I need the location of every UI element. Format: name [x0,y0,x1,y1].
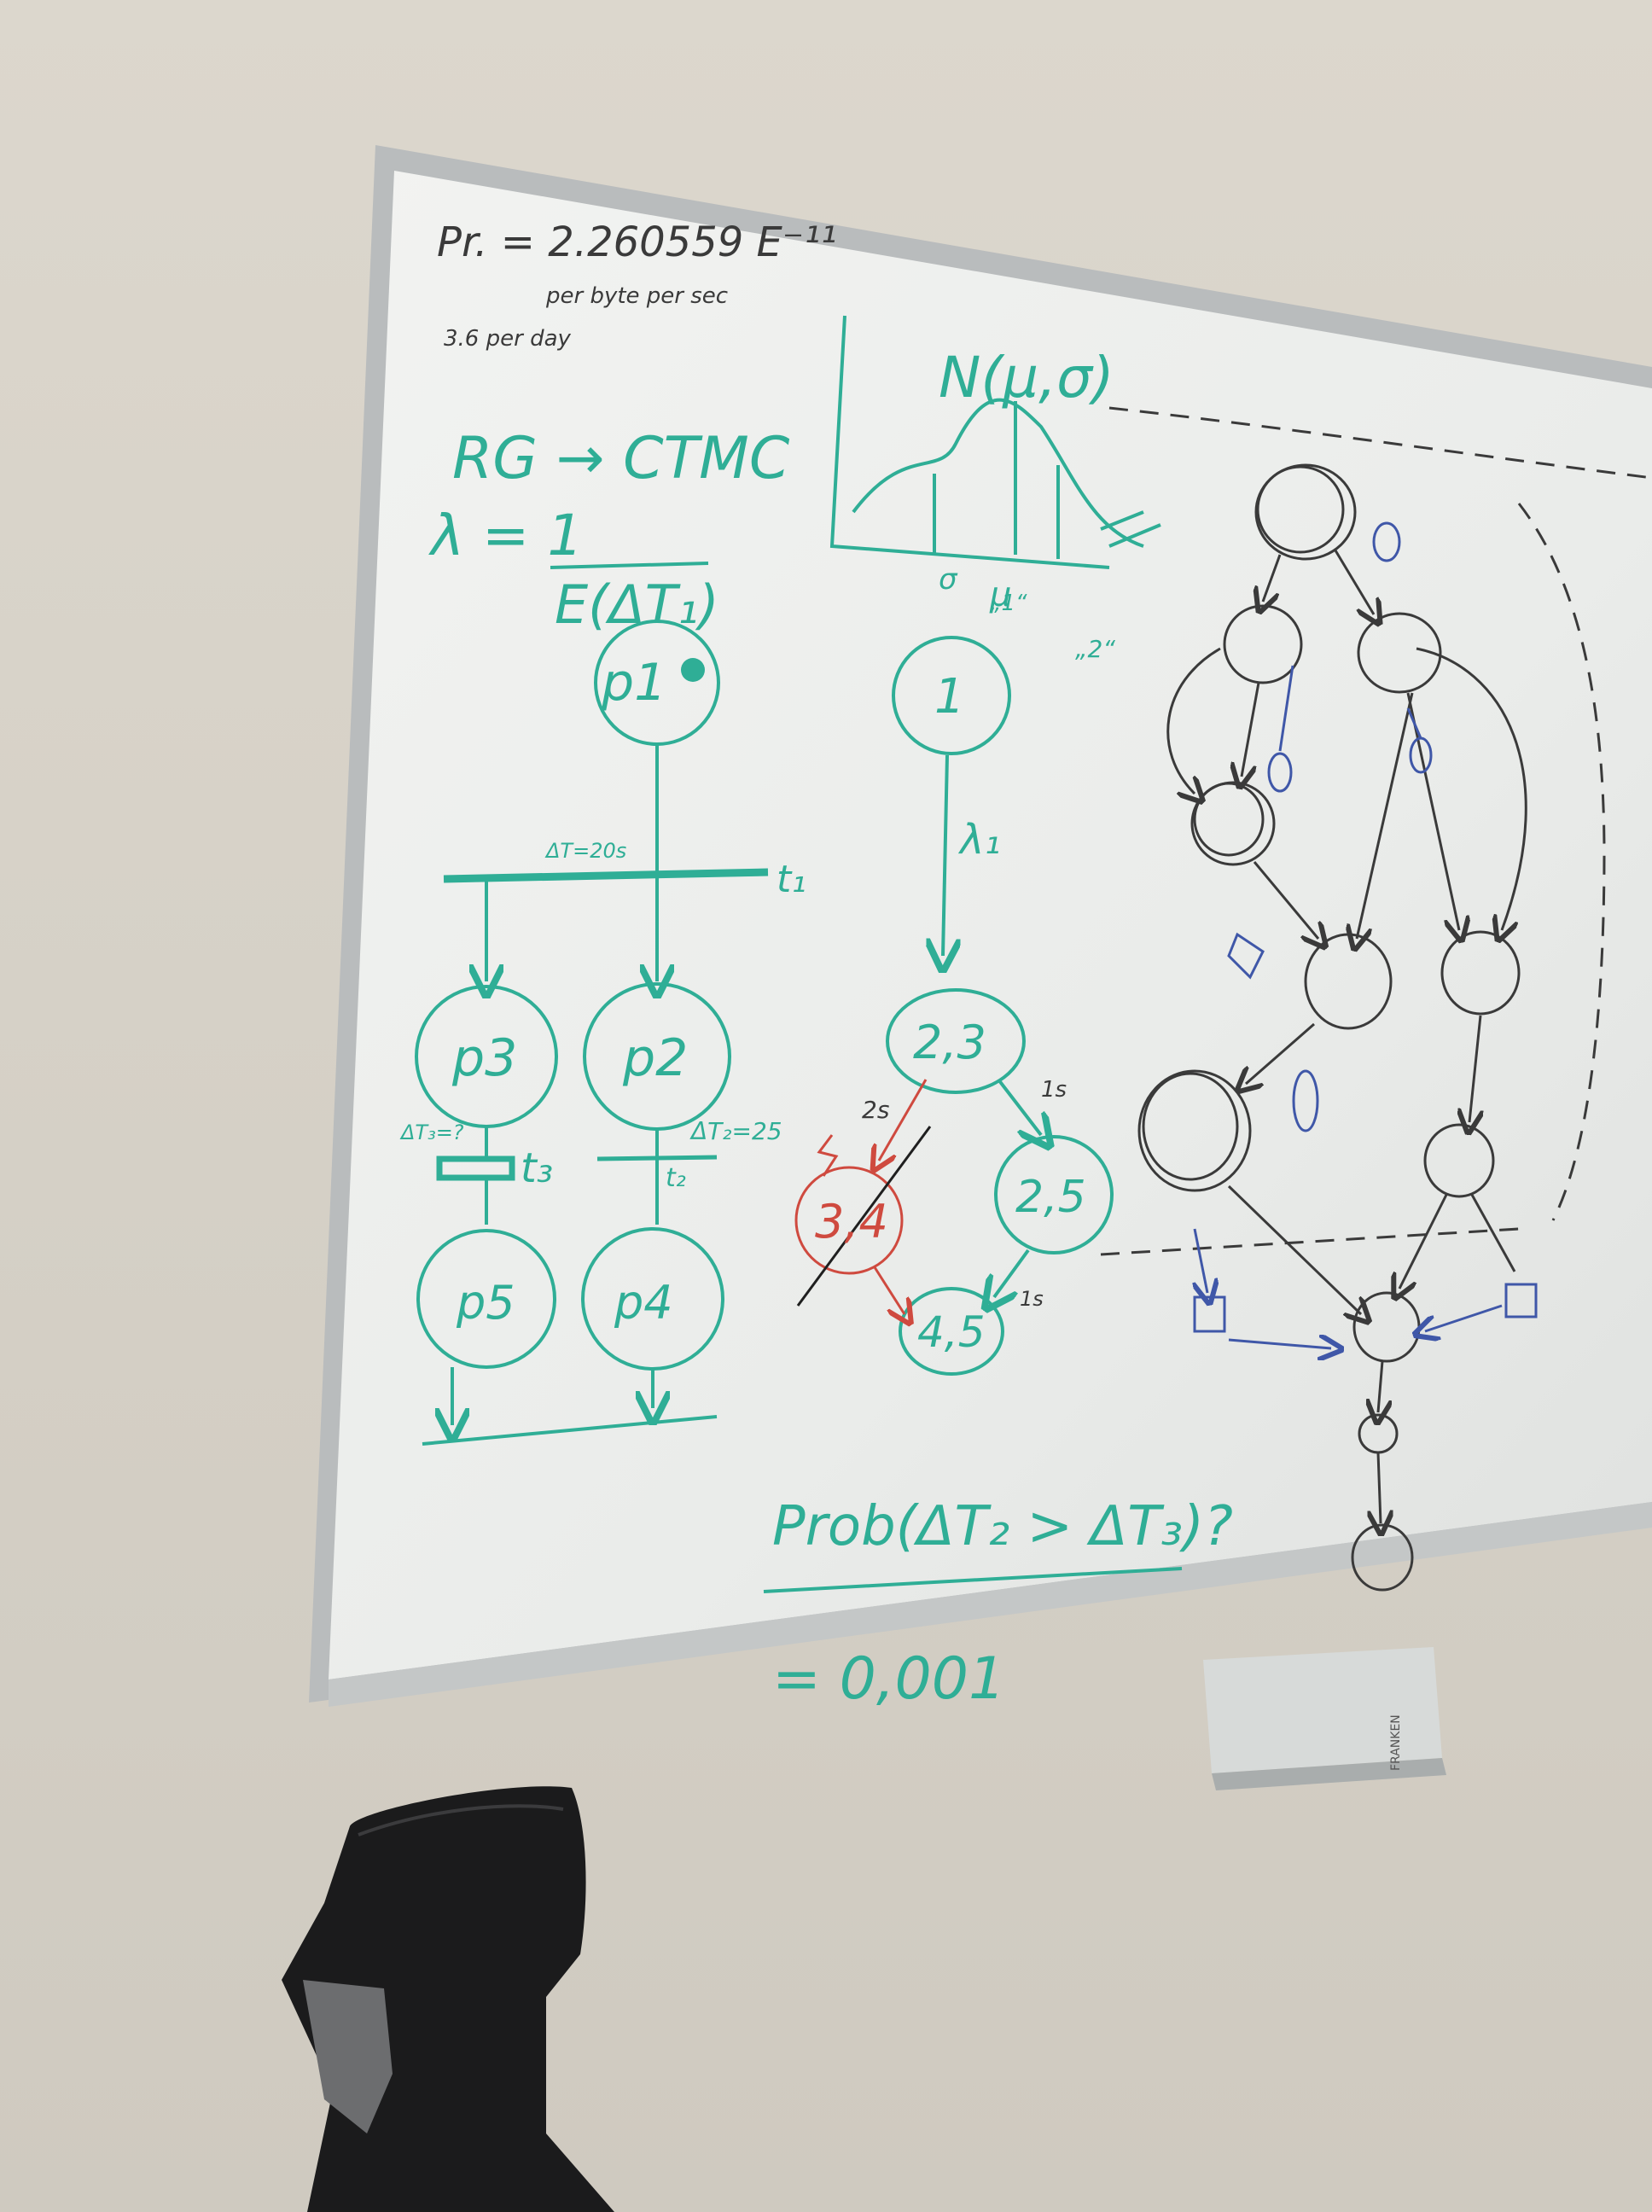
rg-ctmc-label: RG → CTMC [452,425,790,492]
blue-annotations [1195,521,1538,1348]
question-underline [763,1567,1183,1593]
reachability-graph [886,636,1114,1376]
token [681,658,705,682]
t1-delay: ΔT=20s [544,839,626,863]
per-day-note: 3.6 per day [444,326,572,352]
state-25-label: 2,5 [1015,1172,1086,1223]
state-45 [899,1287,1004,1376]
state-1 [892,636,1011,755]
normal-distribution-sketch [829,315,1161,569]
reach-label-1: „1“ [990,591,1027,616]
t3-delay: ΔT₃=? [399,1121,464,1144]
t2-label: t₂ [666,1163,686,1193]
place-p5 [416,1229,556,1369]
state-45-label: 4,5 [917,1307,986,1357]
dark-pitcher [282,1786,614,2212]
transition-t1 [443,868,769,883]
lambda-1-label: λ₁ [957,816,1001,864]
sigma-label: σ [939,562,958,597]
eraser [1203,1647,1446,1790]
state-25 [994,1135,1114,1254]
probability-question: Prob(ΔT₂ > ΔT₃)? [772,1495,1233,1558]
state-1-label: 1 [934,669,965,725]
edge-1s-bottom-label: 1s [1020,1287,1044,1311]
place-p2-label: p2 [622,1028,688,1088]
lambda-equation: λ = 1 [428,503,583,568]
petri-net [415,620,769,1446]
t3-label: t₃ [521,1144,553,1192]
red-path [794,1079,928,1314]
state-graph-right [1100,406,1652,1592]
normal-distribution-title: N(μ,σ) [939,345,1114,410]
state-23-label: 2,3 [913,1016,986,1069]
marker-tray [329,1502,1652,1707]
state-23 [886,988,1026,1094]
place-p3-label: p3 [451,1028,517,1088]
transition-t3 [436,1155,515,1181]
edge-2s-label: 2s [862,1096,889,1124]
pr-value-note: Pr. = 2.260559 E⁻¹¹ [437,218,837,266]
state-34-label: 3,4 [815,1195,888,1249]
probability-answer: = 0,001 [772,1645,1005,1713]
place-p1-label: p1 [601,653,666,713]
strike-through [796,1126,932,1307]
place-p5-label: p5 [456,1276,515,1330]
place-p4-label: p4 [614,1276,673,1330]
t1-label: t₁ [777,858,806,901]
eraser-brand: FRANKEN [1389,1714,1403,1771]
t2-delay: ΔT₂=25 [689,1117,782,1145]
mu-label: μ [989,575,1011,614]
edge-1s-label: 1s [1041,1077,1067,1103]
reach-label-2: „2“ [1075,635,1115,663]
fraction-bar [550,562,709,569]
per-byte-note: per byte per sec [545,283,728,309]
state-34 [794,1166,904,1275]
